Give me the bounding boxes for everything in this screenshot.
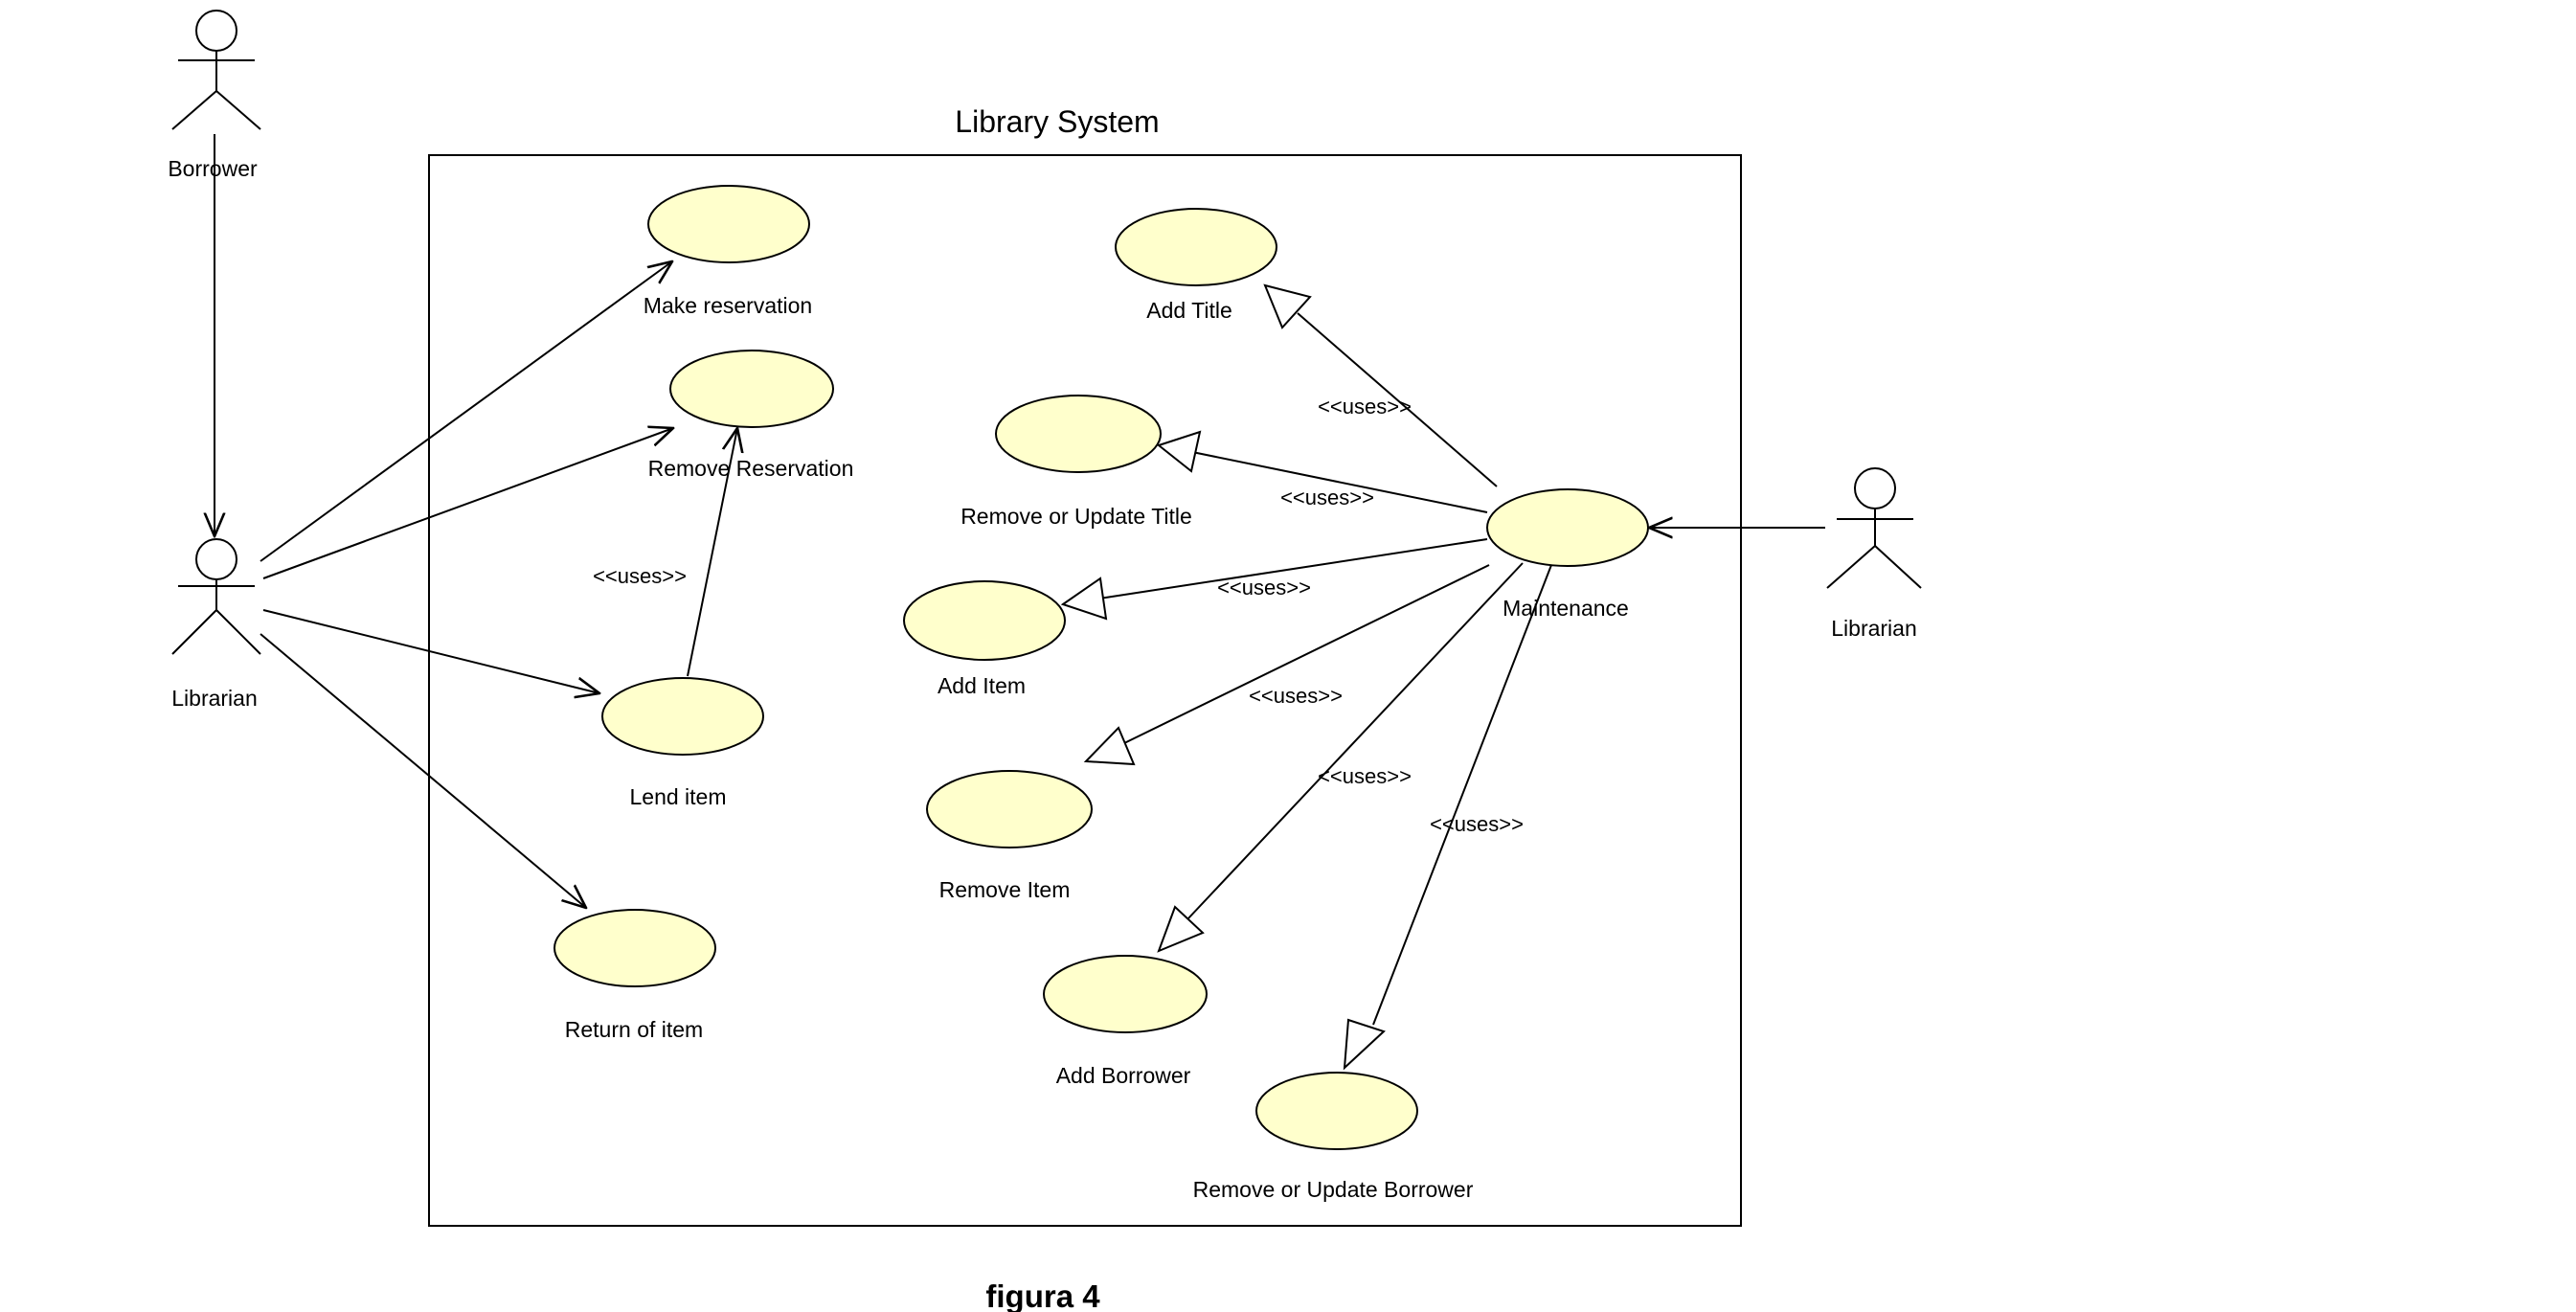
use-case-lend-item[interactable] [601, 677, 764, 756]
label-lend-item: Lend item [629, 784, 726, 809]
assoc-lend-item [262, 609, 599, 693]
use-case-add-borrower[interactable] [1043, 955, 1208, 1033]
stereo-add-borrower: <<uses>> [1318, 764, 1412, 788]
label-maintenance: Maintenance [1503, 596, 1629, 621]
system-title: Library System [955, 104, 1159, 139]
stereo-lend: <<uses>> [593, 564, 687, 588]
assoc-remove-reservation [262, 428, 673, 579]
actor-borrower[interactable] [171, 10, 261, 130]
use-case-add-item[interactable] [903, 580, 1066, 661]
stereo-remove-update-title: <<uses>> [1280, 486, 1374, 509]
use-case-remove-reservation[interactable] [669, 350, 834, 428]
uses-add-borrower [1157, 562, 1524, 953]
use-case-remove-update-borrower[interactable] [1255, 1072, 1418, 1150]
label-add-title: Add Title [1146, 298, 1232, 323]
actor-librarian-right[interactable] [1826, 467, 1922, 589]
assoc-make-reservation [260, 261, 672, 562]
actor-librarian-left-label: Librarian [171, 686, 258, 711]
use-case-remove-item[interactable] [926, 770, 1093, 848]
stereo-add-title: <<uses>> [1318, 395, 1412, 418]
label-remove-update-borrower: Remove or Update Borrower [1193, 1177, 1474, 1202]
uses-add-title [1263, 283, 1498, 487]
stereo-remove-item: <<uses>> [1249, 684, 1343, 708]
label-add-borrower: Add Borrower [1056, 1063, 1191, 1088]
use-case-add-title[interactable] [1115, 208, 1277, 286]
uses-remove-update-title [1156, 430, 1488, 513]
figure-caption: figura 4 [985, 1278, 1100, 1312]
assoc-return-item [260, 633, 586, 908]
use-case-remove-update-title[interactable] [995, 395, 1162, 473]
uses-remove-item [1083, 564, 1490, 766]
label-make-reservation: Make reservation [644, 293, 812, 318]
label-remove-reservation: Remove Reservation [648, 456, 854, 481]
stereo-add-item: <<uses>> [1217, 576, 1311, 599]
use-case-maintenance[interactable] [1486, 488, 1649, 567]
lend-uses-remove-reservation [687, 428, 737, 677]
label-add-item: Add Item [938, 673, 1026, 698]
stereo-remove-update-borrower: <<uses>> [1430, 812, 1524, 836]
label-remove-item: Remove Item [939, 877, 1071, 902]
uses-remove-update-borrower [1343, 564, 1552, 1071]
actor-librarian-right-label: Librarian [1831, 616, 1917, 641]
actor-borrower-label: Borrower [168, 156, 258, 181]
uses-add-item [1060, 538, 1488, 621]
system-boundary [428, 154, 1742, 1227]
use-case-make-reservation[interactable] [647, 185, 810, 263]
actor-librarian-left[interactable] [171, 538, 261, 655]
use-case-return-item[interactable] [554, 909, 716, 987]
label-return-item: Return of item [565, 1017, 703, 1042]
label-remove-update-title: Remove or Update Title [960, 504, 1192, 529]
